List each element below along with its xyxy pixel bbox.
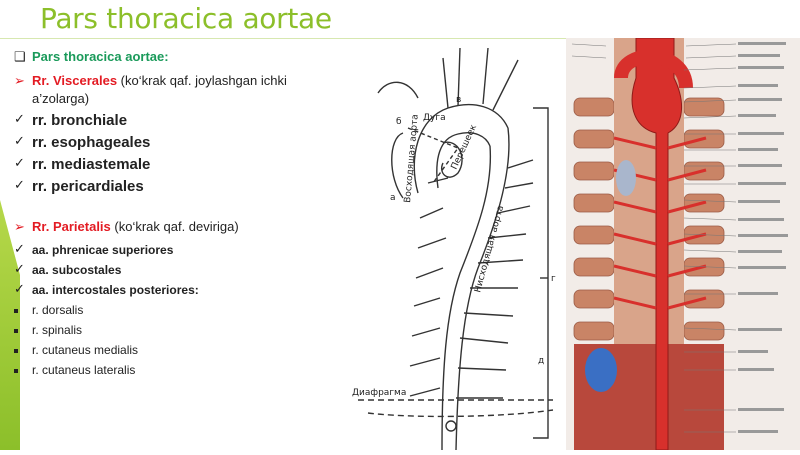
list-item: ✓ aa. subcostales [14, 260, 354, 280]
category-label: Rr. Viscerales [32, 73, 118, 88]
accent-bar [0, 200, 20, 450]
slide-title: Pars thoracica aortae [40, 2, 332, 35]
list-item-text: r. cutaneus medialis [32, 343, 139, 357]
list-item: ✓ rr. bronchiale [14, 110, 354, 132]
category-description: (ko‘krak qaf. deviriga) [110, 219, 239, 234]
list-item: r. cutaneus medialis [14, 340, 354, 360]
list-item: ➢ Rr. Parietalis (ko‘krak qaf. deviriga) [14, 218, 354, 240]
check-icon: ✓ [14, 155, 25, 170]
list-item-text: r. cutaneus lateralis [32, 363, 136, 377]
check-icon: ✓ [14, 177, 25, 192]
list-item-text: r. spinalis [32, 323, 83, 337]
list-item-text: aa. phrenicae superiores [32, 243, 174, 257]
list-item-text: Rr. Viscerales (ko‘krak qaf. joylashgan … [32, 72, 302, 108]
list-item: ✓ rr. mediastemale [14, 154, 354, 176]
list-item: r. spinalis [14, 320, 354, 340]
list-item: ❑ Pars thoracica aortae: [14, 48, 354, 68]
label-voskhodyashchaya: Восходящая аорта [403, 114, 421, 203]
aorta-line-diagram: Дуга Перешеек Восходящая аорта Нисходяща… [348, 38, 566, 451]
list-item-text: rr. esophageales [32, 134, 151, 151]
label-b: б [396, 117, 402, 127]
list-item-text: Pars thoracica aortae: [32, 49, 169, 64]
list-item: ✓ rr. pericardiales [14, 176, 354, 198]
list-item: r. cutaneus lateralis [14, 360, 354, 380]
list-item-text: rr. mediastemale [32, 156, 151, 173]
check-icon: ✓ [14, 111, 25, 126]
list-item-text: Rr. Parietalis (ko‘krak qaf. deviriga) [32, 218, 239, 236]
list-item-text: rr. pericardiales [32, 178, 144, 195]
list-item: ➢ Rr. Viscerales (ko‘krak qaf. joylashga… [14, 72, 354, 108]
list-item: ✓ aa. phrenicae superiores [14, 240, 354, 260]
check-icon: ✓ [14, 281, 25, 296]
square-bullet-icon [14, 340, 32, 358]
category-label: Rr. Parietalis [32, 219, 111, 234]
list-item: ✓ rr. esophageales [14, 132, 354, 154]
label-d: д [538, 356, 544, 366]
anatomy-illustration [566, 37, 800, 451]
list-item: ✓ aa. intercostales posteriores: [14, 280, 354, 300]
label-a: а [390, 193, 396, 203]
list-item-text: aa. subcostales [32, 263, 122, 277]
square-bullet-icon [14, 360, 32, 378]
square-bullet-icon [14, 300, 32, 318]
arrow-icon: ➢ [14, 73, 25, 88]
label-v: в [456, 95, 461, 105]
check-icon: ✓ [14, 261, 25, 276]
label-duga: Дуга [423, 113, 446, 123]
list-item: r. dorsalis [14, 300, 354, 320]
list-item-text: r. dorsalis [32, 303, 84, 317]
category-description: (ko‘krak qaf. joylashgan ichki a’zolarga… [32, 73, 287, 106]
square-outline-icon: ❑ [14, 49, 26, 64]
list-item-text: aa. intercostales posteriores: [32, 283, 199, 297]
arrow-icon: ➢ [14, 219, 25, 234]
bullet-list: ❑ Pars thoracica aortae: ➢ Rr. Viscerale… [14, 48, 354, 380]
list-item-text: rr. bronchiale [32, 112, 128, 129]
title-divider [0, 38, 800, 39]
label-niskhodyashchaya: Нисходящая аорта [473, 204, 506, 293]
label-diafragma: Диафрагма [352, 388, 406, 398]
check-icon: ✓ [14, 133, 25, 148]
label-g: г [551, 274, 556, 284]
check-icon: ✓ [14, 241, 25, 256]
square-bullet-icon [14, 320, 32, 338]
